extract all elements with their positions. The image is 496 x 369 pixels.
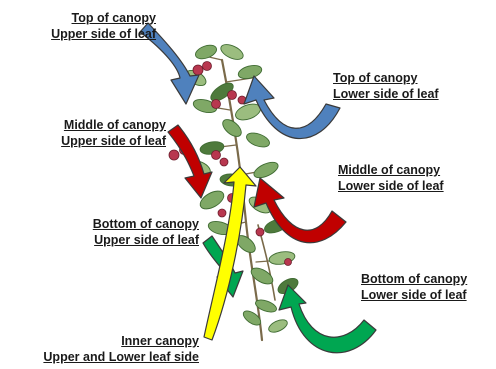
label-bottom-upper-line1: Bottom of canopy bbox=[46, 216, 199, 232]
label-top-lower-line2: Lower side of leaf bbox=[333, 86, 439, 102]
label-top-upper-line1: Top of canopy bbox=[6, 10, 156, 26]
label-bottom-lower-line2: Lower side of leaf bbox=[361, 287, 467, 303]
label-middle-upper: Middle of canopy Upper side of leaf bbox=[6, 117, 166, 149]
label-top-lower-line1: Top of canopy bbox=[333, 70, 439, 86]
arrow-middle-upper-red bbox=[168, 125, 212, 198]
label-inner-line1: Inner canopy bbox=[6, 333, 199, 349]
label-top-upper-line2: Upper side of leaf bbox=[6, 26, 156, 42]
label-middle-lower: Middle of canopy Lower side of leaf bbox=[338, 162, 444, 194]
label-bottom-lower-line1: Bottom of canopy bbox=[361, 271, 467, 287]
label-middle-upper-line2: Upper side of leaf bbox=[6, 133, 166, 149]
label-bottom-lower: Bottom of canopy Lower side of leaf bbox=[361, 271, 467, 303]
label-bottom-upper: Bottom of canopy Upper side of leaf bbox=[46, 216, 199, 248]
label-middle-lower-line1: Middle of canopy bbox=[338, 162, 444, 178]
label-bottom-upper-line2: Upper side of leaf bbox=[46, 232, 199, 248]
label-middle-lower-line2: Lower side of leaf bbox=[338, 178, 444, 194]
label-middle-upper-line1: Middle of canopy bbox=[6, 117, 166, 133]
label-inner-line2: Upper and Lower leaf side bbox=[6, 349, 199, 365]
label-inner-canopy: Inner canopy Upper and Lower leaf side bbox=[6, 333, 199, 365]
label-top-upper: Top of canopy Upper side of leaf bbox=[6, 10, 156, 42]
label-top-lower: Top of canopy Lower side of leaf bbox=[333, 70, 439, 102]
